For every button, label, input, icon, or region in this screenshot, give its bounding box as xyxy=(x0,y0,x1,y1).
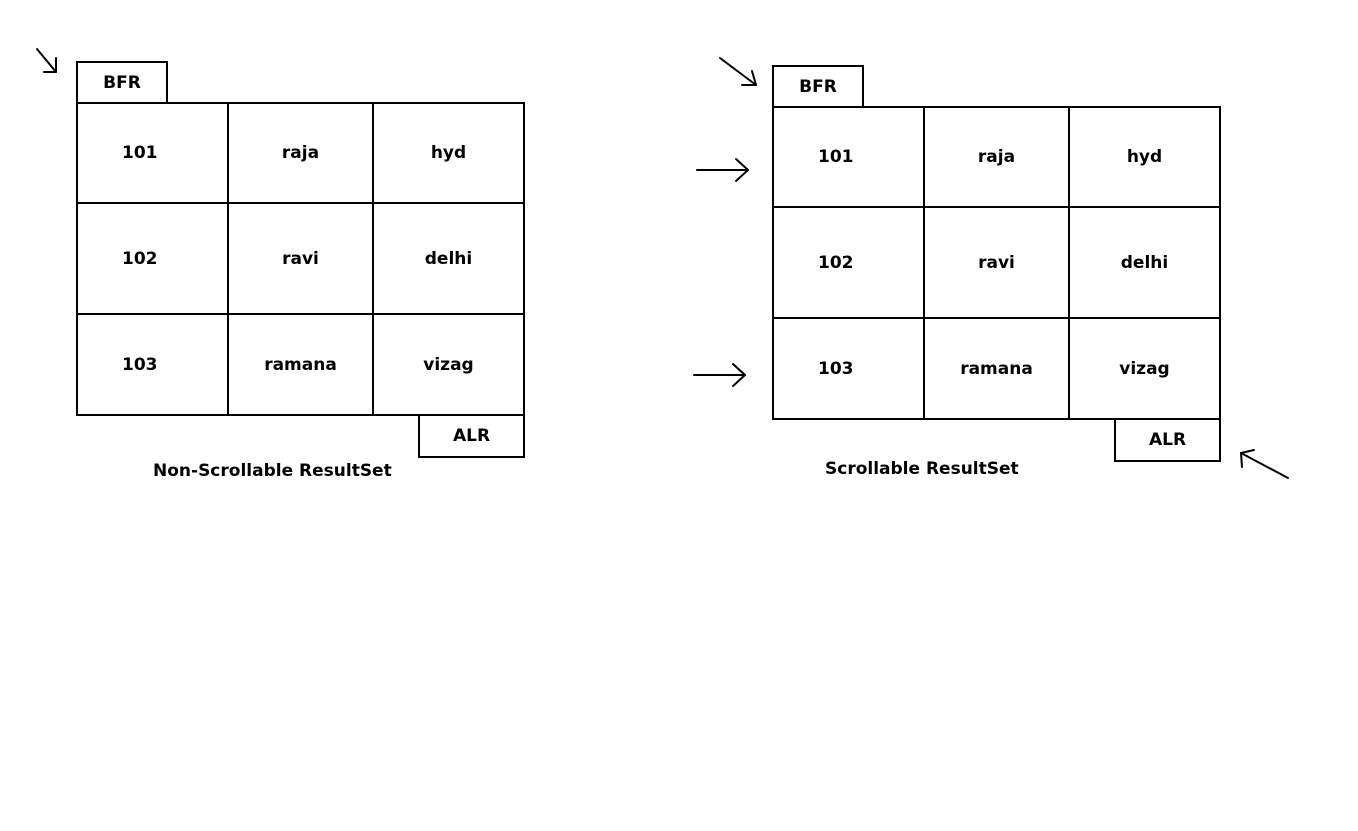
table-cell: hyd xyxy=(1070,108,1219,208)
alr-pointer-arrow xyxy=(1240,449,1289,479)
table-cell: raja xyxy=(925,108,1070,208)
bfr-box: BFR xyxy=(76,61,168,104)
resultset-table: 101 raja hyd 102 ravi delhi 103 ramana v… xyxy=(76,102,525,416)
table-cell: vizag xyxy=(423,354,474,375)
table-cell: ravi xyxy=(925,208,1070,319)
table-cell: 102 xyxy=(774,208,925,319)
table-cell: raja xyxy=(229,104,374,204)
table-cell: hyd xyxy=(374,104,523,204)
alr-box: ALR xyxy=(1114,418,1221,462)
table-cell: delhi xyxy=(1070,208,1219,319)
table-cell: 101 xyxy=(78,104,229,204)
alr-label: ALR xyxy=(1148,430,1187,450)
alr-label: ALR xyxy=(452,426,491,446)
table-cell: 102 xyxy=(78,204,229,315)
resultset-table: 101 raja hyd 102 ravi delhi 103 ramana v… xyxy=(772,106,1221,420)
row-101-pointer-arrow xyxy=(696,158,749,182)
table-cell: 103 xyxy=(78,315,229,414)
bfr-label: BFR xyxy=(103,72,141,93)
table-cell: 101 xyxy=(774,108,925,208)
alr-box: ALR xyxy=(418,414,525,458)
bfr-box: BFR xyxy=(772,65,864,108)
bfr-label: BFR xyxy=(799,76,837,97)
table-cell: 103 xyxy=(774,319,925,418)
diagram-caption: Scrollable ResultSet xyxy=(825,459,1019,479)
table-cell: vizag xyxy=(1119,358,1170,379)
table-cell: delhi xyxy=(374,204,523,315)
table-cell: ravi xyxy=(229,204,374,315)
diagram-caption: Non-Scrollable ResultSet xyxy=(153,461,392,481)
row-103-pointer-arrow xyxy=(693,363,746,387)
bfr-pointer-arrow-left xyxy=(36,48,57,73)
bfr-pointer-arrow-right xyxy=(719,57,757,86)
table-cell: ramana xyxy=(229,315,374,414)
table-cell: ramana xyxy=(925,319,1070,418)
